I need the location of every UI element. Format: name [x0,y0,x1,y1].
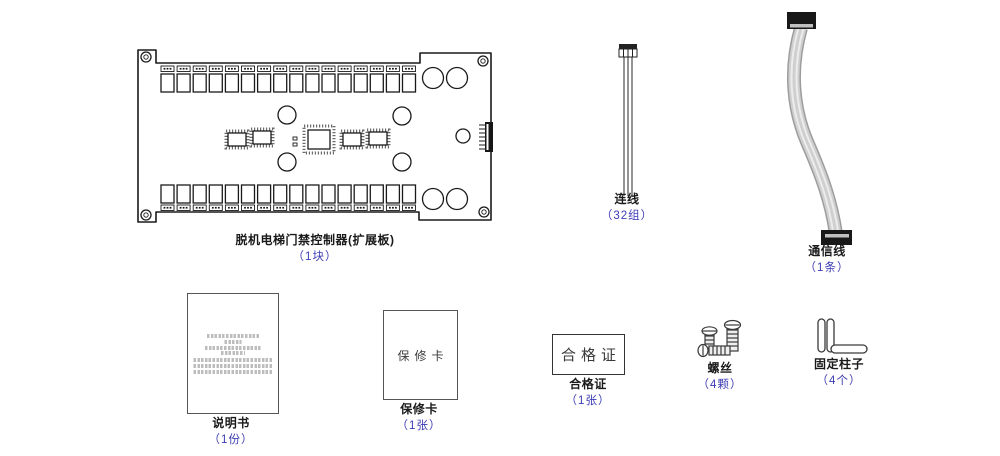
fixing-posts-icon [817,318,868,354]
connecting-wire-name: 连线 [614,192,640,206]
fixing-posts-label: 固定柱子 （4个） [769,357,909,388]
communication-cable-graphic [786,12,852,245]
certificate-card-graphic: 合格证 [552,334,625,375]
manual-quantity: （1份） [208,434,254,446]
manual-text-line [193,364,273,368]
screws-label: 螺丝 （4颗） [650,361,790,392]
warranty-card-name: 保修卡 [400,402,438,416]
fixing-posts-name: 固定柱子 [813,357,864,371]
fixing-posts-quantity: （4个） [816,375,862,387]
manual-text-line [221,351,245,355]
warranty-card-quantity: （1张） [396,420,442,432]
pcb-board-graphic [137,49,493,223]
connecting-wire-quantity: （32组） [600,210,654,222]
communication-cable-name: 通信线 [808,244,846,258]
edge-connector-icon [479,122,493,152]
certificate-quantity: （1张） [565,395,611,407]
manual-text-line [224,340,242,344]
manual-text-line [205,346,261,350]
warranty-card-text: 保修卡 [397,348,449,363]
certificate-name: 合格证 [569,377,607,391]
manual-text-line [207,334,259,338]
connecting-wire-graphic [618,44,638,196]
screws-name: 螺丝 [707,361,733,375]
certificate-label: 合格证 （1张） [518,377,658,408]
manual-text-line [193,370,273,374]
controller-board-label: 脱机电梯门禁控制器(扩展板) （1块） [165,233,465,264]
warranty-card-graphic: 保修卡 [383,310,458,400]
controller-board-name: 脱机电梯门禁控制器(扩展板) [235,233,395,247]
certificate-card-text: 合格证 [560,348,621,364]
manual-text-line [193,358,273,362]
warranty-card-label: 保修卡 （1张） [349,402,489,433]
manual-label: 说明书 （1份） [161,416,301,447]
manual-page-graphic [187,293,279,414]
communication-cable-quantity: （1条） [804,262,850,274]
connecting-wire-label: 连线 （32组） [557,192,697,223]
screws-quantity: （4颗） [697,379,743,391]
screws-icon [697,319,742,358]
manual-name: 说明书 [212,416,250,430]
communication-cable-label: 通信线 （1条） [757,244,897,275]
controller-board-quantity: （1块） [292,251,338,263]
